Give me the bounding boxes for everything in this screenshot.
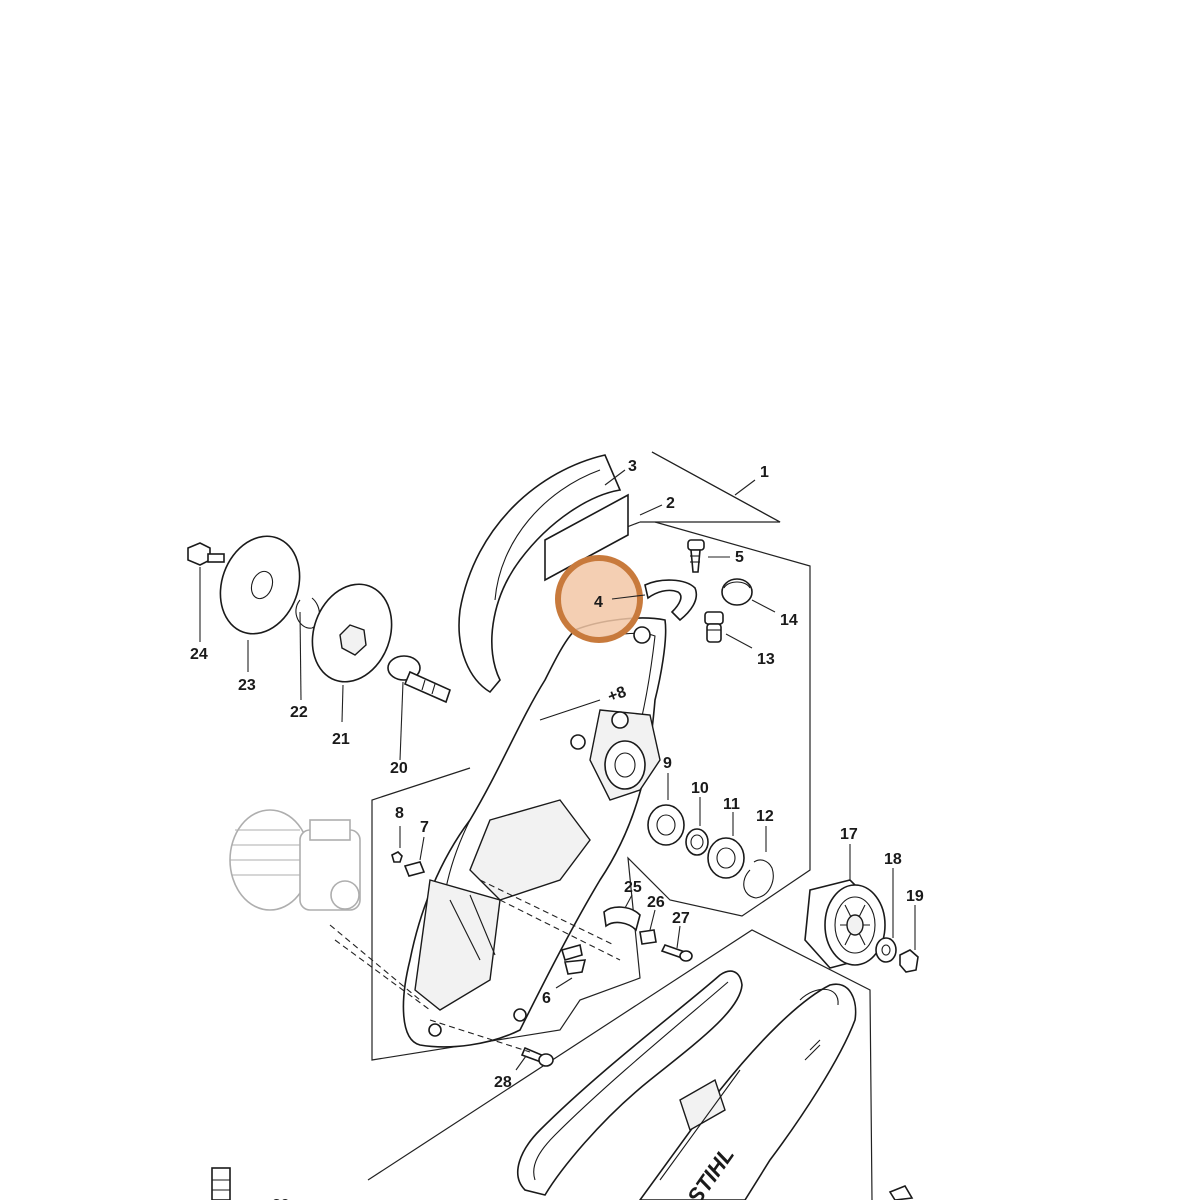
callout-6[interactable]: 6 <box>542 990 551 1007</box>
highlight-circle[interactable] <box>555 555 643 643</box>
clip-4-part <box>644 579 698 622</box>
callout-18[interactable]: 18 <box>884 851 902 868</box>
callout-11[interactable]: 11 <box>723 796 740 813</box>
callout-12[interactable]: 12 <box>756 808 774 825</box>
callout-8[interactable]: 8 <box>395 805 404 822</box>
callout-27[interactable]: 27 <box>672 910 690 927</box>
callout-14[interactable]: 14 <box>780 612 798 629</box>
spindle-20-part <box>387 655 451 704</box>
callout-4[interactable]: 4 <box>594 594 603 611</box>
clamp-25-part <box>603 906 641 932</box>
callout-26[interactable]: 26 <box>647 894 665 911</box>
highlight-callout-4[interactable]: 4 <box>555 555 646 643</box>
circlip-12-part <box>743 859 774 899</box>
washer-18-part <box>875 937 897 963</box>
callout-22[interactable]: 22 <box>290 704 308 721</box>
callout-3[interactable]: 3 <box>628 458 637 475</box>
callout-10[interactable]: 10 <box>691 780 709 797</box>
fragment-bottom-right <box>888 1185 914 1200</box>
group-frame-lower <box>367 929 873 1200</box>
callout-7[interactable]: 7 <box>420 819 429 836</box>
adjuster-13-part <box>704 611 724 643</box>
engine-ghost <box>229 809 361 911</box>
leader-lines <box>199 469 916 1071</box>
screw-27-part <box>660 944 693 962</box>
screw-5-part <box>687 539 705 573</box>
v-belt-part <box>516 970 743 1196</box>
callout-20[interactable]: 20 <box>390 760 408 777</box>
bolt-24-part <box>187 542 225 566</box>
callout-24[interactable]: 24 <box>190 646 208 663</box>
nut-19-part <box>899 949 919 973</box>
callout-23[interactable]: 23 <box>238 677 256 694</box>
nut-8-part <box>391 851 403 863</box>
assembly-lines <box>329 879 621 1053</box>
plug-14-part <box>721 578 753 606</box>
seal-plate-part <box>544 493 629 582</box>
bearing-9-part <box>647 804 685 846</box>
callout-13[interactable]: 13 <box>757 651 775 668</box>
callout-17[interactable]: 17 <box>840 826 858 843</box>
shaft-29-part <box>211 1167 231 1200</box>
bearing-11-part <box>707 837 745 879</box>
callout-1[interactable]: 1 <box>760 464 769 481</box>
callout-5[interactable]: 5 <box>735 549 744 566</box>
callout-9[interactable]: 9 <box>663 755 672 772</box>
callout-29[interactable]: 29 <box>272 1197 290 1200</box>
housing-mark: +8 <box>606 684 629 706</box>
sleeve-26-part <box>639 929 657 945</box>
callout-2[interactable]: 2 <box>666 495 675 512</box>
thrust-washer-23-part <box>219 535 301 635</box>
belt-guard-part <box>639 983 857 1200</box>
callout-19[interactable]: 19 <box>906 888 924 905</box>
tensioner-6-part <box>560 943 587 975</box>
cutter-arm-housing <box>402 617 667 1048</box>
callout-25[interactable]: 25 <box>624 879 642 896</box>
circlip-22-part <box>295 597 321 629</box>
key-7-part <box>403 861 426 877</box>
ring-10-part <box>685 828 709 856</box>
callout-21[interactable]: 21 <box>332 731 350 748</box>
callout-28[interactable]: 28 <box>494 1074 512 1091</box>
wheel-guard-part <box>458 454 622 694</box>
flange-21-part <box>311 583 393 683</box>
pulley-17-part <box>804 879 886 969</box>
